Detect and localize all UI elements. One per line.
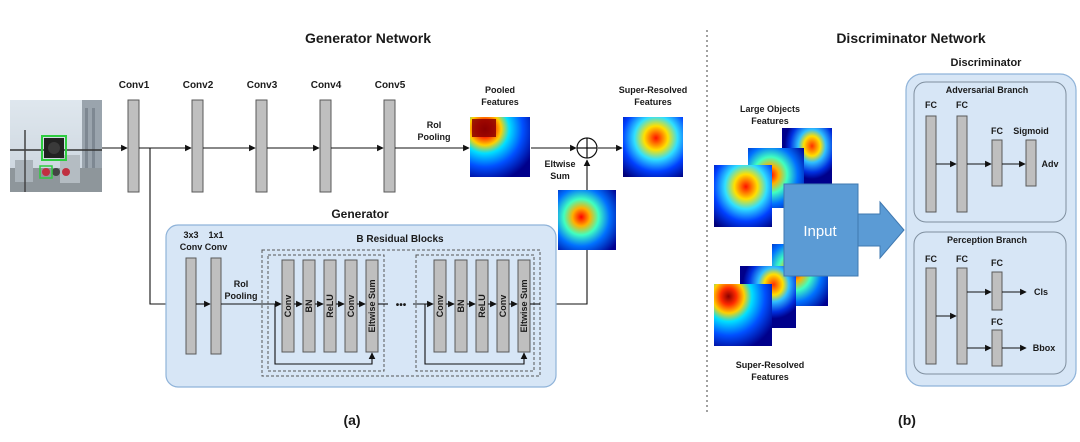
adv-fc2-layer bbox=[956, 115, 968, 213]
per-fc1-layer bbox=[925, 267, 937, 365]
generator-network-title: Generator Network bbox=[305, 30, 431, 46]
per-fc2-label: FC bbox=[956, 254, 968, 264]
per-fc2-layer bbox=[956, 267, 968, 365]
residual-block-1 bbox=[267, 254, 385, 372]
residual-block-n bbox=[415, 254, 535, 372]
conv2-label: Conv2 bbox=[183, 80, 214, 91]
perception-branch-box bbox=[913, 231, 1067, 375]
conv3x3-label-line2: Conv bbox=[180, 242, 203, 252]
adversarial-branch-title: Adversarial Branch bbox=[946, 85, 1029, 95]
input-label: Input bbox=[803, 223, 837, 240]
adv-fc1-label: FC bbox=[925, 100, 937, 110]
adv-sigmoid-label: Sigmoid bbox=[1013, 126, 1049, 136]
per-fc3-label: FC bbox=[991, 258, 1003, 268]
input-arrow bbox=[857, 200, 905, 260]
discriminator-title: Discriminator bbox=[951, 57, 1023, 69]
detection-box-small bbox=[39, 165, 53, 179]
adv-fc3-layer bbox=[991, 139, 1003, 187]
residual-blocks-title: B Residual Blocks bbox=[356, 234, 444, 245]
blockn-bn: BN bbox=[456, 300, 466, 313]
block1-eltwise-sum: Eltwise Sum bbox=[367, 279, 377, 332]
conv3x3-layer bbox=[185, 257, 197, 355]
super-resolved-label-line1: Super-Resolved bbox=[619, 85, 688, 95]
blockn-conv-b: Conv bbox=[498, 295, 508, 318]
conv5-layer bbox=[383, 99, 396, 193]
adv-fc2-label: FC bbox=[956, 100, 968, 110]
pooled-features-label-line1: Pooled bbox=[485, 85, 515, 95]
discriminator-network-title: Discriminator Network bbox=[836, 30, 986, 46]
generator-title: Generator bbox=[331, 207, 389, 221]
pooled-features-heatmap bbox=[470, 117, 530, 177]
eltwise-sum-label-line1: Eltwise bbox=[544, 159, 575, 169]
conv2-layer bbox=[191, 99, 204, 193]
block1-bn: BN bbox=[304, 300, 314, 313]
conv1-layer bbox=[127, 99, 140, 193]
roi-pooling-label-line2: Pooling bbox=[418, 132, 451, 142]
detection-box bbox=[41, 135, 67, 161]
input-block bbox=[783, 183, 859, 277]
conv3-label: Conv3 bbox=[247, 80, 278, 91]
block1-relu: ReLU bbox=[325, 294, 335, 318]
sr-features-label-line1: Super-Resolved bbox=[736, 360, 805, 370]
conv1x1-layer bbox=[210, 257, 222, 355]
residual-block-n-layers bbox=[424, 259, 540, 365]
conv1x1-label-line2: Conv bbox=[205, 242, 228, 252]
sr-features-label-line2: Features bbox=[751, 372, 789, 382]
eltwise-sum-label-line2: Sum bbox=[550, 171, 570, 181]
block1-conv-b: Conv bbox=[346, 295, 356, 318]
pooled-features-label-line2: Features bbox=[481, 97, 519, 107]
subfigure-label-b: (b) bbox=[898, 412, 916, 428]
bbox-output-label: Bbox bbox=[1033, 343, 1056, 353]
adv-output-label: Adv bbox=[1041, 159, 1058, 169]
subfigure-label-a: (a) bbox=[343, 412, 360, 428]
conv5-label: Conv5 bbox=[375, 80, 406, 91]
adv-fc3-label: FC bbox=[991, 126, 1003, 136]
adv-fc1-layer bbox=[925, 115, 937, 213]
super-resolved-label-line2: Features bbox=[634, 97, 672, 107]
per-fc4-label: FC bbox=[991, 317, 1003, 327]
blockn-conv-a: Conv bbox=[435, 295, 445, 318]
blocks-ellipsis: ••• bbox=[396, 300, 407, 311]
residual-blocks-container bbox=[261, 249, 541, 377]
large-objects-label-line1: Large Objects bbox=[740, 104, 800, 114]
block1-conv-a: Conv bbox=[283, 295, 293, 318]
gen-roi-pooling-line2: Pooling bbox=[225, 291, 258, 301]
conv1x1-label-line1: 1x1 bbox=[208, 230, 223, 240]
conv-layers bbox=[127, 99, 396, 193]
large-objects-label-line2: Features bbox=[751, 116, 789, 126]
conv3x3-label-line1: 3x3 bbox=[183, 230, 198, 240]
conv3-layer bbox=[255, 99, 268, 193]
cls-output-label: Cls bbox=[1034, 287, 1048, 297]
adversarial-branch-box bbox=[913, 81, 1067, 223]
roi-pooling-label-line1: RoI bbox=[427, 120, 442, 130]
conv1-label: Conv1 bbox=[119, 80, 150, 91]
super-resolved-features-heatmap bbox=[623, 117, 683, 177]
blockn-eltwise-sum: Eltwise Sum bbox=[519, 279, 529, 332]
residual-block-1-layers bbox=[274, 259, 379, 365]
perception-branch-title: Perception Branch bbox=[947, 235, 1027, 245]
conv4-layer bbox=[319, 99, 332, 193]
per-fc1-label: FC bbox=[925, 254, 937, 264]
adv-sigmoid-layer bbox=[1025, 139, 1037, 187]
gen-roi-pooling-line1: RoI bbox=[234, 279, 249, 289]
per-fc3-layer bbox=[991, 271, 1003, 311]
residual-output-heatmap bbox=[558, 190, 616, 250]
blockn-relu: ReLU bbox=[477, 294, 487, 318]
input-street-image bbox=[10, 100, 102, 192]
per-fc4-layer bbox=[991, 329, 1003, 367]
conv4-label: Conv4 bbox=[311, 80, 342, 91]
